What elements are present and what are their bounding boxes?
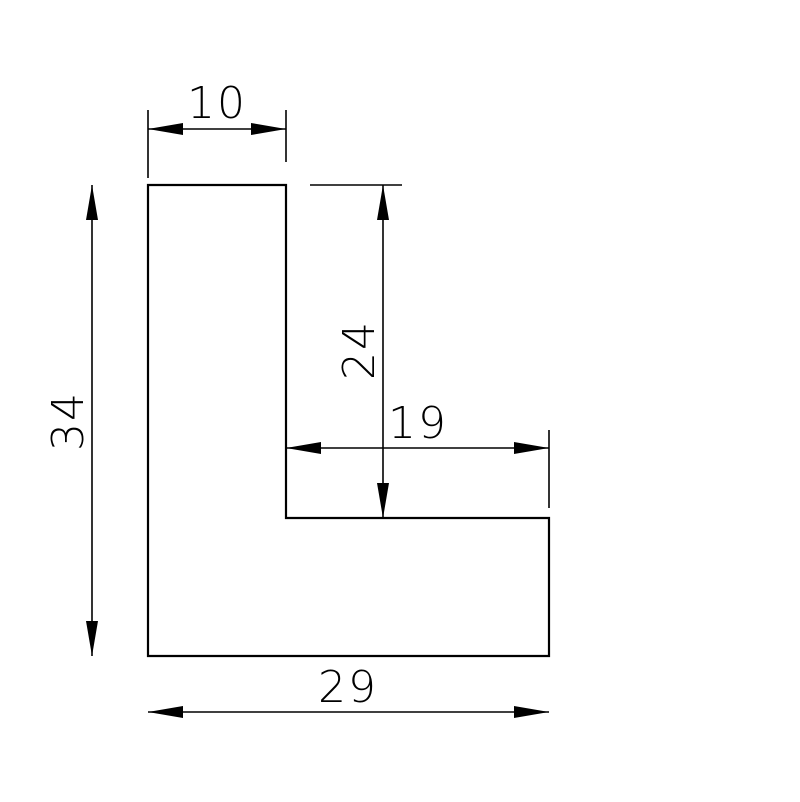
l-profile-outline [146,183,551,658]
dimension-label-top-width: 10 [187,78,247,129]
arrowhead-left [148,706,183,718]
dimension-total-height: 34 [43,185,98,656]
arrowhead-right [251,123,286,135]
arrowhead-right [514,706,549,718]
dimension-label-total-width: 29 [318,662,378,713]
arrowhead-right [514,442,549,454]
dimension-label-total-height: 34 [43,391,94,451]
arrowhead-left [148,123,183,135]
dimension-label-inner-height: 24 [334,320,385,380]
arrowhead-up [86,185,98,220]
arrowhead-up [377,185,389,220]
dimension-label-inner-width: 19 [388,398,448,449]
arrowhead-down [377,483,389,518]
dimension-inner-height: 24 [310,184,402,518]
dimension-total-width: 29 [148,662,549,718]
dimension-inner-width: 19 [286,398,550,508]
arrowhead-left [286,442,321,454]
arrowhead-down [86,621,98,656]
dimension-top-width: 10 [147,78,287,178]
